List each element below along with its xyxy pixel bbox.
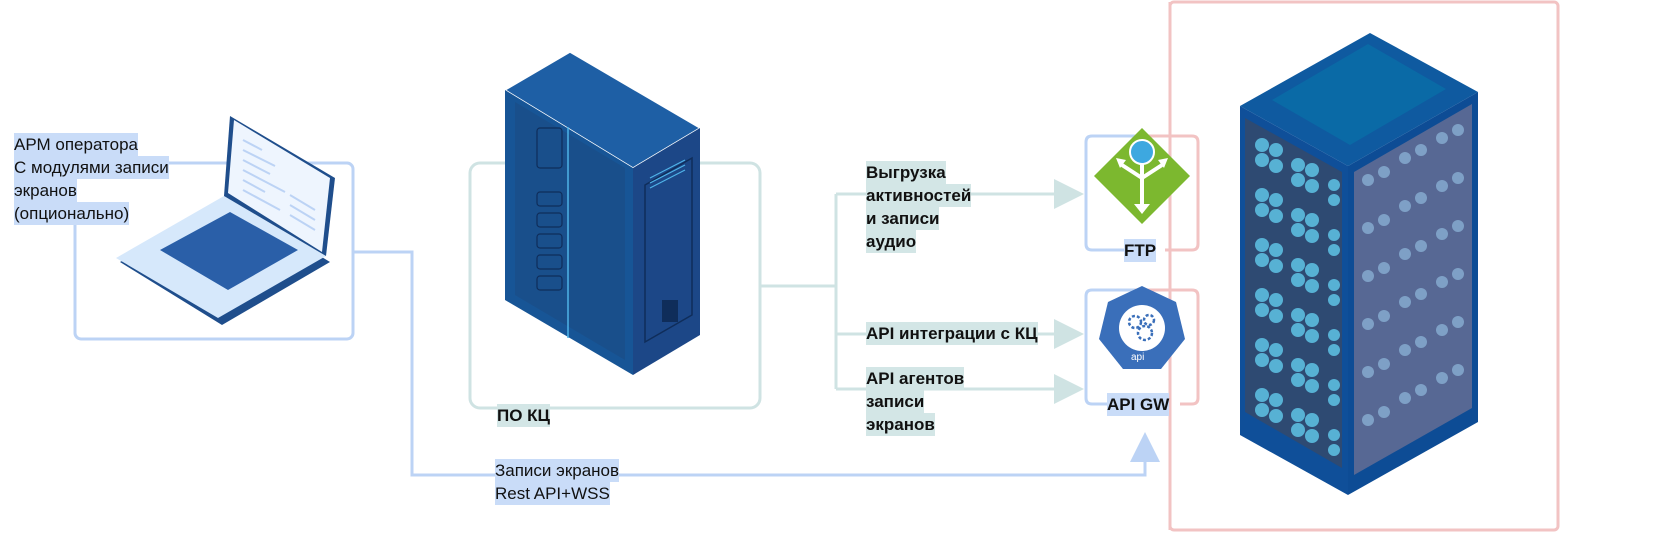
server-cabinet-icon	[503, 51, 702, 375]
apigw-frame-red	[1135, 288, 1200, 406]
api-gw-label: API GW	[1107, 393, 1170, 416]
ftp-frame-blue	[1084, 134, 1135, 252]
screen-records-flow-line	[353, 250, 1160, 477]
workstation-label: АРМ оператора С модулями записи экранов …	[14, 133, 169, 225]
api-agents-flow-label: API агентов записи экранов	[866, 367, 965, 436]
workstation-label-line: АРМ оператора	[14, 133, 138, 156]
workstation-label-line: С модулями записи	[14, 156, 169, 179]
ftp-label: FTP	[1124, 239, 1157, 262]
cc-trunk-line	[760, 194, 838, 389]
apigw-frame-blue	[1084, 288, 1135, 406]
laptop-icon	[116, 116, 335, 325]
workstation-label-line: экранов	[14, 179, 77, 202]
api-integration-flow-label: API интеграции с КЦ	[866, 322, 1038, 345]
api-gears-icon	[1099, 286, 1185, 369]
contact-center-label: ПО КЦ	[497, 404, 550, 427]
ftp-globe-arrows-icon	[1094, 128, 1190, 224]
server-rack-icon	[1240, 33, 1478, 495]
ftp-frame-red	[1135, 134, 1200, 252]
screen-records-flow-label: Записи экранов Rest API+WSS	[495, 459, 620, 505]
workstation-label-line: (опционально)	[14, 202, 130, 225]
api-badge: api	[1131, 352, 1145, 363]
export-flow-label: Выгрузка активностей и записи аудио	[866, 161, 972, 253]
